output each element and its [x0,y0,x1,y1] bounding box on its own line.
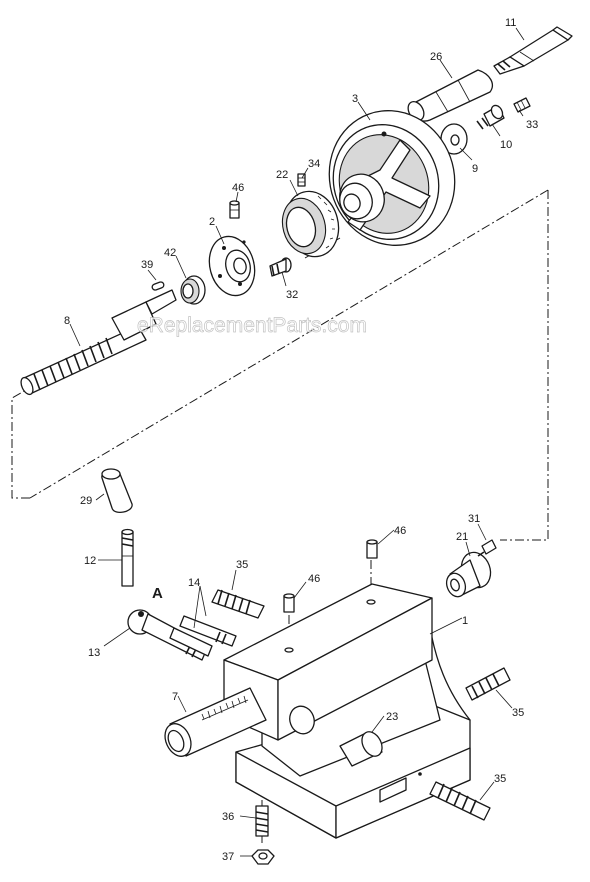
label-part-23: 23 [386,711,398,723]
part-26-handle [407,69,493,122]
label-part-33: 33 [526,119,538,131]
part-13-clamp-lever [127,609,209,661]
label-part-31: 31 [468,513,480,525]
view-marker-a: A [152,585,163,602]
part-9-washer [440,123,468,155]
label-part-21: 21 [456,531,468,543]
part-1-tailstock-body [223,583,471,839]
part-8-leadscrew [20,289,177,396]
part-34-set-screw [297,173,306,187]
part-21-bushing [445,551,492,598]
part-10-screw [476,104,505,130]
label-part-1: 1 [462,615,468,627]
label-part-36: 36 [222,811,234,823]
part-12-stud [121,528,134,587]
part-31-screw [477,539,497,557]
label-part-46-top: 46 [232,182,244,194]
label-part-7: 7 [172,691,178,703]
label-part-35-bottom: 35 [494,773,506,785]
label-part-9: 9 [472,163,478,175]
label-part-14: 14 [188,577,200,589]
label-part-46-middle: 46 [308,573,320,585]
label-part-22: 22 [276,169,288,181]
part-labels: 11 26 3 33 10 9 34 22 46 2 32 42 39 8 29… [64,17,538,863]
label-part-2: 2 [209,216,215,228]
leader-lines [69,27,525,857]
part-37-hex-nut [251,849,275,865]
part-3-handwheel [328,110,456,246]
part-35-stud-right [465,667,511,701]
label-part-12: 12 [84,555,96,567]
label-part-10: 10 [500,139,512,151]
part-33-set-screw [513,97,531,113]
label-part-29: 29 [80,495,92,507]
part-32-screw [269,257,292,277]
part-11-bolt [493,26,573,75]
label-part-26: 26 [430,51,442,63]
label-part-39: 39 [141,259,153,271]
part-22-dial-ring [281,190,340,258]
label-part-32: 32 [286,289,298,301]
part-46-pin-top [229,200,240,219]
label-part-46-right: 46 [394,525,406,537]
label-part-3: 3 [352,93,358,105]
label-part-37: 37 [222,851,234,863]
label-part-11: 11 [505,17,516,29]
label-part-34: 34 [308,158,320,170]
part-42-bearing [180,275,206,305]
label-part-42: 42 [164,247,176,259]
part-2-flange [208,235,256,297]
label-part-13: 13 [88,647,100,659]
part-35-stud-left [211,589,265,619]
watermark-text: eReplacementParts.com [137,314,367,337]
part-14-pins [169,615,237,657]
part-29-knob [101,468,133,514]
part-39-key [151,281,165,291]
label-part-8: 8 [64,315,70,327]
part-7-quill [164,687,267,757]
part-46-pin-middle [283,593,295,613]
part-35-stud-bottom [429,781,491,821]
label-part-35-left: 35 [236,559,248,571]
part-23-lock-handle [339,731,383,767]
part-46-pin-right [366,539,378,559]
part-36-set-screw [255,805,269,837]
label-part-35-right: 35 [512,707,524,719]
